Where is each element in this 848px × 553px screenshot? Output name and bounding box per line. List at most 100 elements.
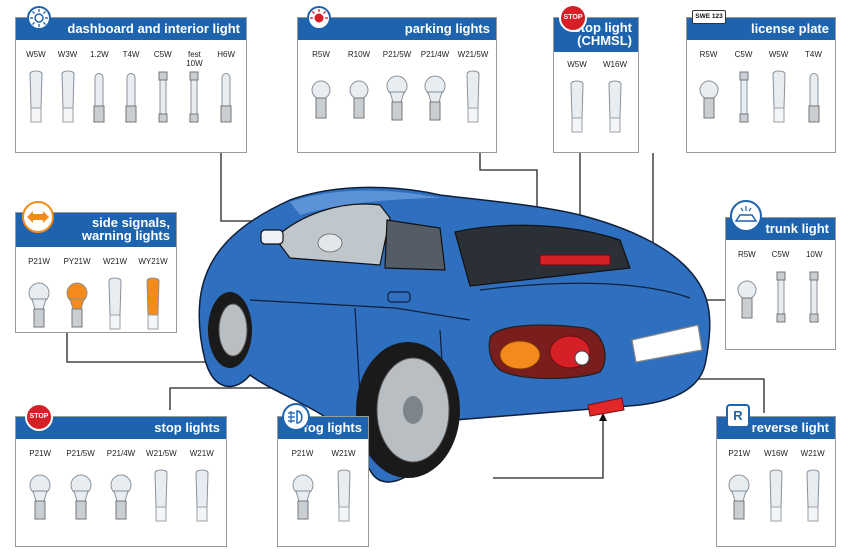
bulb-code: T4W xyxy=(122,50,140,59)
bulb-item: P21/4W xyxy=(418,50,452,126)
bulb-item: W16W xyxy=(598,60,632,136)
bulb-item: C5W xyxy=(147,50,179,126)
panel-title-line1: stop light xyxy=(573,20,633,35)
bulb-icon xyxy=(110,474,132,520)
bulb-code: PY21W xyxy=(63,257,91,266)
bulb-item: W21W xyxy=(327,449,361,525)
stop-sign-text: STOP xyxy=(563,14,583,21)
bulb-icon xyxy=(771,70,786,123)
bulb-code: R5W xyxy=(312,50,330,59)
bulb-list: W5W W16W xyxy=(558,60,634,136)
bulb-code: W5W xyxy=(768,50,789,59)
bulb-item: T4W xyxy=(115,50,147,126)
front-wheel xyxy=(208,292,252,368)
bulb-list: W5W W3W 1.2W T4W C5W fest 10W H6W xyxy=(20,50,242,126)
bulb-code: R10W xyxy=(347,50,371,59)
bulb-icon xyxy=(146,277,160,330)
bulb-list: P21W W16W W21W xyxy=(721,449,831,525)
panel-title-line2: (CHMSL) xyxy=(577,33,632,48)
fog-lamp xyxy=(587,397,625,417)
bulb-icon xyxy=(195,469,209,522)
bulb-icon xyxy=(776,271,785,323)
bulb-code: W21/5W xyxy=(457,50,489,59)
bulb-code: P21W xyxy=(28,257,50,266)
bulb-list: P21W PY21W W21W WY21W xyxy=(20,257,172,333)
bulb-code: C5W xyxy=(153,50,172,59)
bulb-code: W16W xyxy=(603,60,627,69)
bulb-list: R5W C5W 10W xyxy=(730,250,831,326)
bulb-item: PY21W xyxy=(60,257,94,333)
bulb-list: P21W P21/5W P21/4W W21/5W W21W xyxy=(20,449,222,525)
bulb-code: W21W xyxy=(189,449,214,458)
car-mirror xyxy=(260,229,284,245)
panel-stop-light-chmsl: stop light (CHMSL) W5W W16W xyxy=(553,17,639,153)
bulb-icon xyxy=(29,70,43,123)
bulb-code: W5W xyxy=(26,50,46,59)
bulb-code: P21/4W xyxy=(420,50,450,59)
bulb-icon xyxy=(61,70,75,123)
bulb-icon xyxy=(699,80,718,119)
bulb-icon xyxy=(66,282,88,328)
panel-reverse-light: reverse light P21W W16W W21W xyxy=(716,416,836,547)
bulb-code: P21W xyxy=(29,449,52,458)
bulb-item: R10W xyxy=(342,50,376,126)
bulb-item: P21W xyxy=(22,257,56,333)
bulb-code: T4W xyxy=(805,50,822,59)
bulb-icon xyxy=(70,474,92,520)
bulb-code: 1.2W xyxy=(89,50,109,59)
bulb-icon xyxy=(29,474,51,520)
bulb-item: W21/5W xyxy=(144,449,178,525)
stop-sign-icon: STOP xyxy=(559,4,587,32)
bulb-icon xyxy=(189,71,199,123)
bulb-icon xyxy=(806,469,820,522)
car-side-window xyxy=(384,219,446,271)
bulb-item: T4W xyxy=(797,50,831,126)
fog-light-icon xyxy=(282,403,310,431)
panel-stop-lights: stop lights P21W P21/5W P21/4W W21/5W W2… xyxy=(15,416,227,547)
bulb-icon xyxy=(125,73,137,123)
bulb-code: P21/4W xyxy=(106,449,136,458)
turn-signal-icon xyxy=(22,201,54,233)
bulb-icon xyxy=(737,280,757,319)
stop-sign-text: STOP xyxy=(29,413,49,420)
bulb-code: P21W xyxy=(728,449,751,458)
bulb-code: C5W xyxy=(734,50,753,59)
panel-title-line2: warning lights xyxy=(81,228,170,243)
bulb-icon xyxy=(808,73,819,123)
reverse-icon-text: R xyxy=(733,408,743,423)
bulb-item: 10W xyxy=(797,250,831,326)
bulb-item: W3W xyxy=(52,50,84,126)
bulb-code: W21/5W xyxy=(146,449,177,458)
bulb-code: P21/5W xyxy=(382,50,412,59)
bulb-item: W21W xyxy=(98,257,132,333)
bulb-icon xyxy=(424,75,446,121)
bulb-code: W5W xyxy=(567,60,587,69)
bulb-item: P21W xyxy=(23,449,57,525)
bulb-code: R5W xyxy=(737,250,756,259)
bulb-item: W21W xyxy=(796,449,830,525)
license-plate-text: SWE 123 xyxy=(695,13,723,20)
panel-title: dashboard and interior light xyxy=(16,18,246,40)
bulb-item: W5W xyxy=(20,50,52,126)
bulb-code: P21W xyxy=(291,449,314,458)
turn-signal-lamp xyxy=(499,340,541,370)
bulb-icon xyxy=(28,282,50,328)
bulb-code: C5W xyxy=(771,250,790,259)
panel-fog-lights: fog lights P21W W21W xyxy=(277,416,369,547)
bulb-item: W21W xyxy=(185,449,219,525)
bulb-item: P21W xyxy=(722,449,756,525)
bulb-code: W21W xyxy=(103,257,127,266)
rear-wheel xyxy=(356,342,460,478)
bulb-icon xyxy=(158,71,168,123)
bulb-item: P21W xyxy=(286,449,320,525)
bulb-icon xyxy=(570,80,584,133)
bulb-item: R5W xyxy=(304,50,338,126)
panel-title-line1: side signals, xyxy=(91,215,170,230)
bulb-icon xyxy=(809,271,819,323)
bulb-icon xyxy=(292,474,313,520)
dashboard-light-icon xyxy=(27,6,51,30)
bulb-icon xyxy=(769,469,783,522)
bulb-item: R5W xyxy=(730,250,764,326)
bulb-code: P21/5W xyxy=(66,449,95,458)
